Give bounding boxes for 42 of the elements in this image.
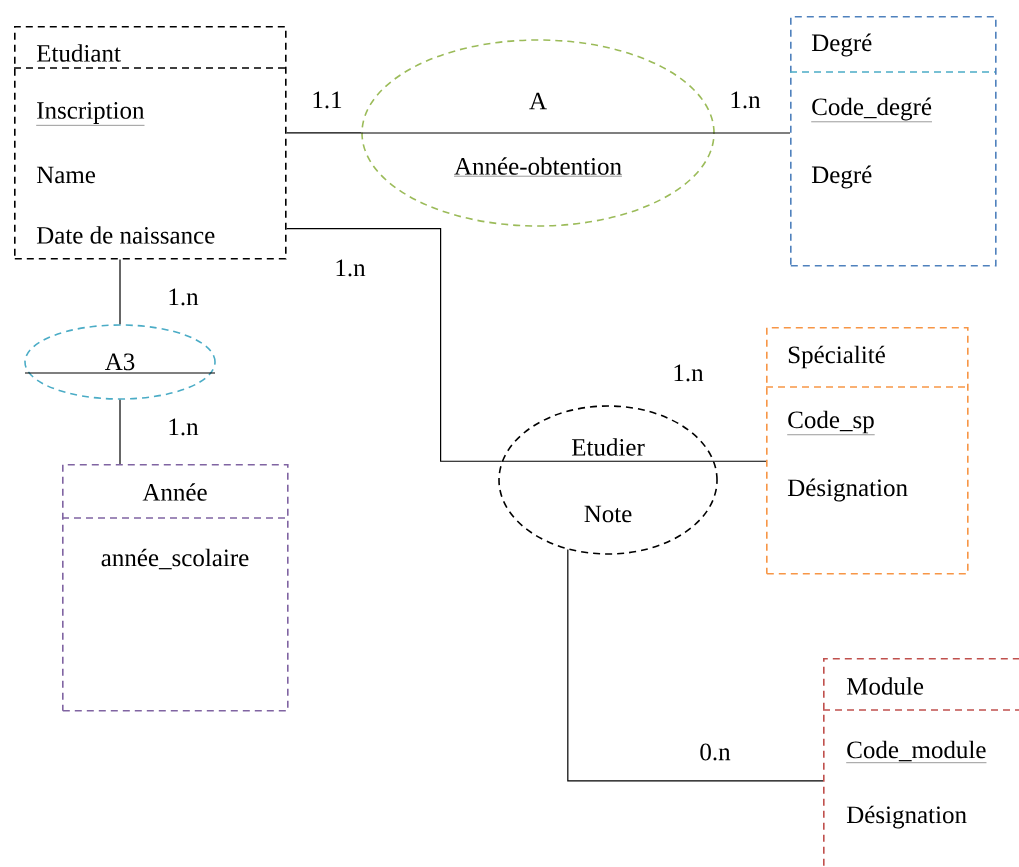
entity-name: Etudiant bbox=[36, 44, 121, 62]
attribute-name: Désignation bbox=[846, 805, 967, 829]
cardinality-label: 1.n bbox=[728, 90, 762, 110]
entity-name: Année bbox=[142, 483, 207, 501]
attribute-name: Degré bbox=[811, 165, 872, 189]
attribute-name: Code_module bbox=[846, 740, 987, 763]
relationship-ellipse bbox=[24, 324, 216, 400]
attribute-name: année_scolaire bbox=[101, 548, 249, 570]
relationship-ellipse bbox=[498, 405, 718, 555]
entity-box bbox=[765, 327, 969, 575]
attribute-name: Année-obtention bbox=[453, 157, 623, 177]
connector-line bbox=[119, 399, 121, 465]
entity-name: Module bbox=[846, 677, 924, 695]
connector-line bbox=[714, 132, 791, 134]
entity-name: Spécialité bbox=[788, 345, 885, 369]
attribute-name: Date de naissance bbox=[36, 226, 215, 244]
attribute-name: Inscription bbox=[36, 102, 145, 126]
cardinality-label: 1.1 bbox=[310, 90, 344, 110]
cardinality-label: 1.n bbox=[671, 363, 705, 383]
cardinality-label: 1.n bbox=[333, 258, 367, 278]
attribute-name: Code_sp bbox=[787, 410, 875, 435]
cardinality-label: 1.n bbox=[166, 287, 200, 307]
relationship-ellipse bbox=[361, 39, 715, 227]
connector-line bbox=[286, 228, 503, 462]
connector-line bbox=[119, 259, 121, 325]
relationship-name: Etudier bbox=[571, 438, 645, 456]
cardinality-label: 1.n bbox=[166, 417, 200, 437]
entity-box bbox=[61, 464, 289, 712]
entity-box bbox=[789, 16, 997, 267]
attribute-name: Note bbox=[584, 505, 632, 523]
entity-box bbox=[822, 658, 1019, 867]
entity-box bbox=[13, 26, 287, 260]
connector-line bbox=[567, 549, 824, 782]
connector-line bbox=[286, 132, 362, 134]
relationship-name: A3 bbox=[105, 353, 135, 371]
cardinality-label: 0.n bbox=[698, 742, 732, 762]
attribute-name: Name bbox=[36, 166, 96, 184]
connector-line bbox=[713, 460, 767, 462]
attribute-name: Code_degré bbox=[811, 97, 933, 122]
entity-name: Degré bbox=[811, 33, 872, 57]
attribute-name: Désignation bbox=[787, 478, 908, 502]
relationship-name: A bbox=[529, 92, 547, 110]
